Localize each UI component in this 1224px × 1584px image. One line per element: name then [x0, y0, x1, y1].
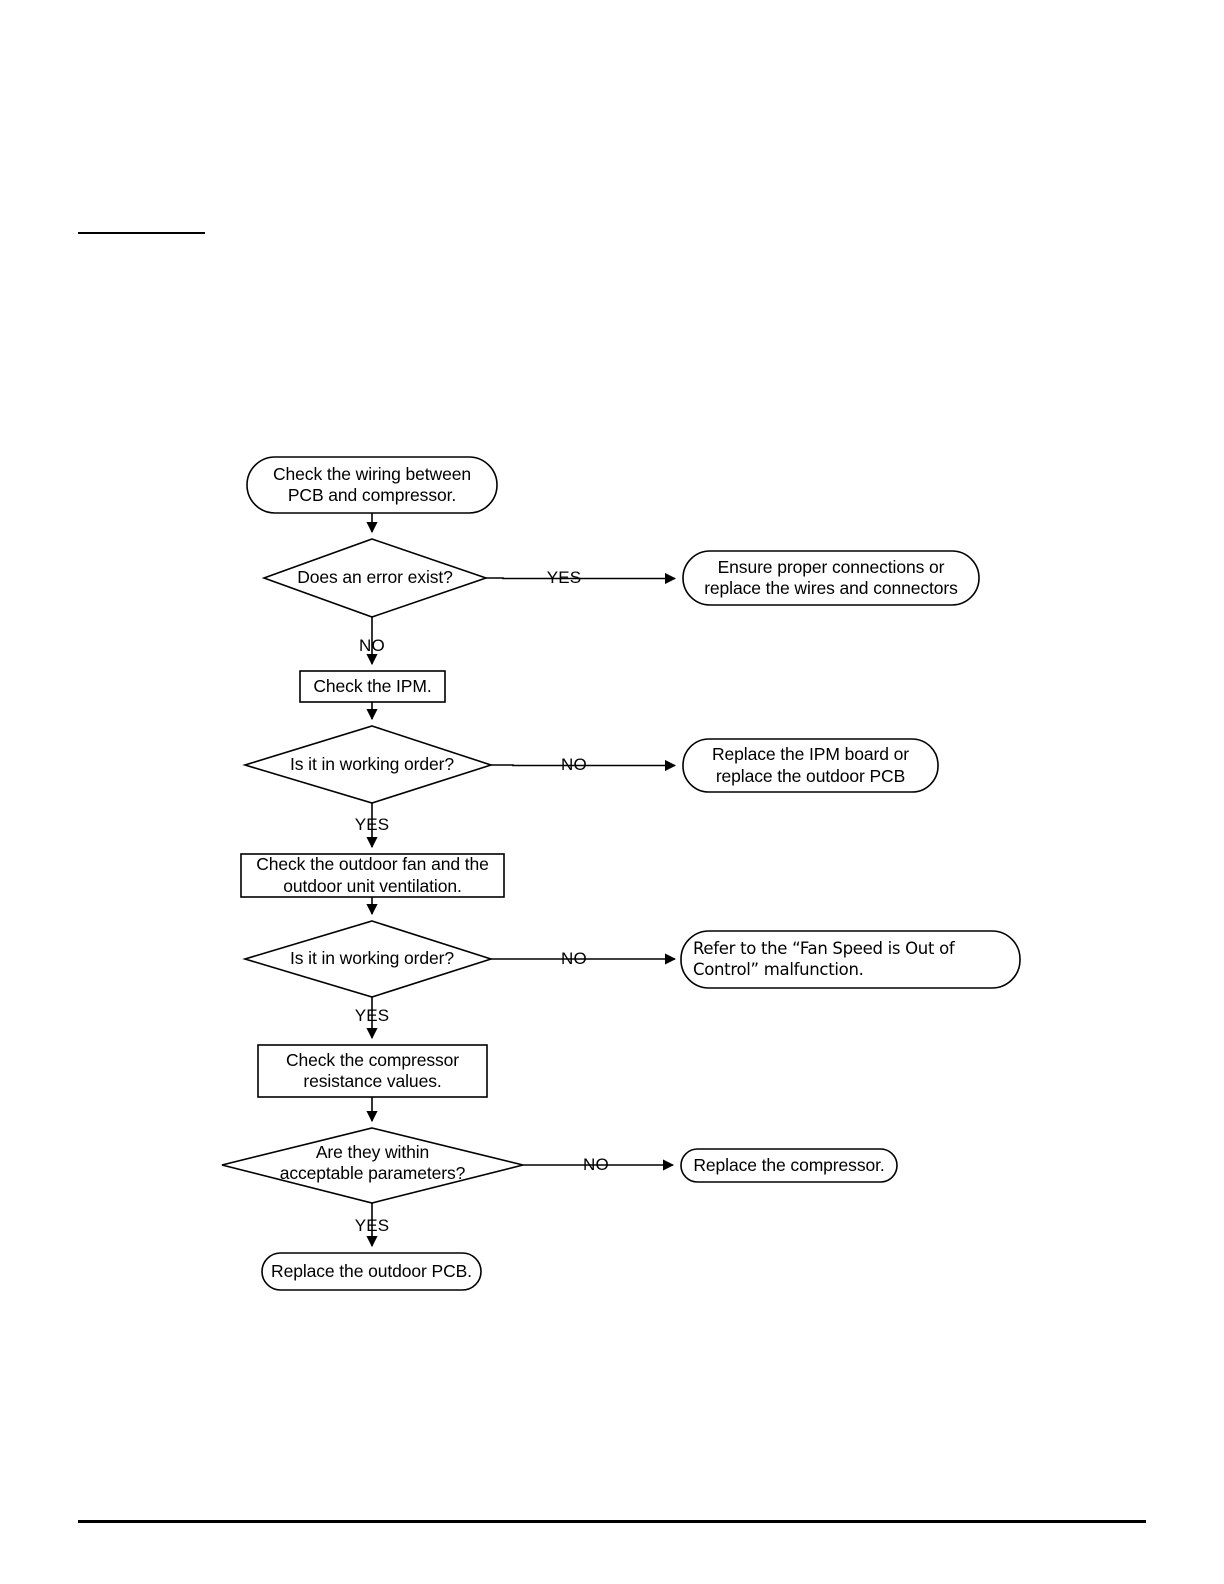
- edge-label-yes-4: YES: [354, 1216, 390, 1235]
- edge-label-no-1: NO: [359, 636, 385, 655]
- node-decision-fan-text: Is it in working order?: [252, 939, 492, 979]
- decision-ipm-label: Is it in working order?: [289, 754, 455, 775]
- node-decision-error-text: Does an error exist?: [264, 558, 486, 598]
- node-result-wiring-text: Ensure proper connections or replace the…: [685, 551, 977, 605]
- node-start-line1: Check the wiring between: [273, 463, 471, 484]
- result-fan-line1: Refer to the “Fan Speed is Out of: [693, 939, 955, 959]
- node-check-fan-text: Check the outdoor fan and the outdoor un…: [241, 854, 504, 897]
- decision-compressor-line2: acceptable parameters?: [279, 1163, 466, 1183]
- edge-label-no-2: NO: [561, 755, 587, 774]
- check-fan-line2: outdoor unit ventilation.: [283, 875, 462, 896]
- node-check-ipm-text: Check the IPM.: [300, 671, 445, 702]
- heading-underline-rule: [78, 232, 205, 234]
- decision-compressor-line1: Are they within: [315, 1141, 430, 1162]
- edge-label-no-4: NO: [583, 1155, 609, 1174]
- check-fan-line1: Check the outdoor fan and the: [256, 854, 489, 875]
- end-label: Replace the outdoor PCB.: [271, 1260, 472, 1281]
- result-compressor-label: Replace the compressor.: [693, 1154, 885, 1175]
- edge-label-yes-3: YES: [354, 1006, 390, 1025]
- edge-label-no-3: NO: [561, 949, 587, 968]
- result-wiring-line1: Ensure proper connections or: [717, 556, 945, 577]
- check-ipm-label: Check the IPM.: [313, 675, 432, 696]
- node-start-line2: PCB and compressor.: [287, 485, 457, 505]
- node-decision-compressor-text: Are they within acceptable parameters?: [222, 1138, 523, 1188]
- edge-label-yes-1: YES: [546, 568, 582, 587]
- node-end-text: Replace the outdoor PCB.: [262, 1253, 481, 1290]
- node-result-compressor-text: Replace the compressor.: [683, 1149, 895, 1182]
- footer-rule: [78, 1520, 1146, 1523]
- node-decision-ipm-text: Is it in working order?: [252, 745, 492, 785]
- node-check-compressor-text: Check the compressor resistance values.: [258, 1045, 487, 1097]
- decision-fan-label: Is it in working order?: [289, 948, 455, 969]
- result-fan-line2: Control” malfunction.: [693, 959, 864, 979]
- node-result-fan-text: Refer to the “Fan Speed is Out of Contro…: [693, 931, 1023, 988]
- decision-error-label: Does an error exist?: [297, 567, 453, 588]
- result-wiring-line2: replace the wires and connectors: [704, 578, 958, 598]
- result-ipm-line1: Replace the IPM board or: [711, 744, 909, 765]
- node-start-text: Check the wiring between PCB and compres…: [247, 457, 497, 513]
- result-ipm-line2: replace the outdoor PCB: [715, 765, 906, 786]
- edge-label-yes-2: YES: [354, 815, 390, 834]
- check-compressor-line1: Check the compressor: [285, 1049, 460, 1070]
- check-compressor-line2: resistance values.: [303, 1071, 442, 1091]
- node-result-ipm-text: Replace the IPM board or replace the out…: [685, 739, 936, 792]
